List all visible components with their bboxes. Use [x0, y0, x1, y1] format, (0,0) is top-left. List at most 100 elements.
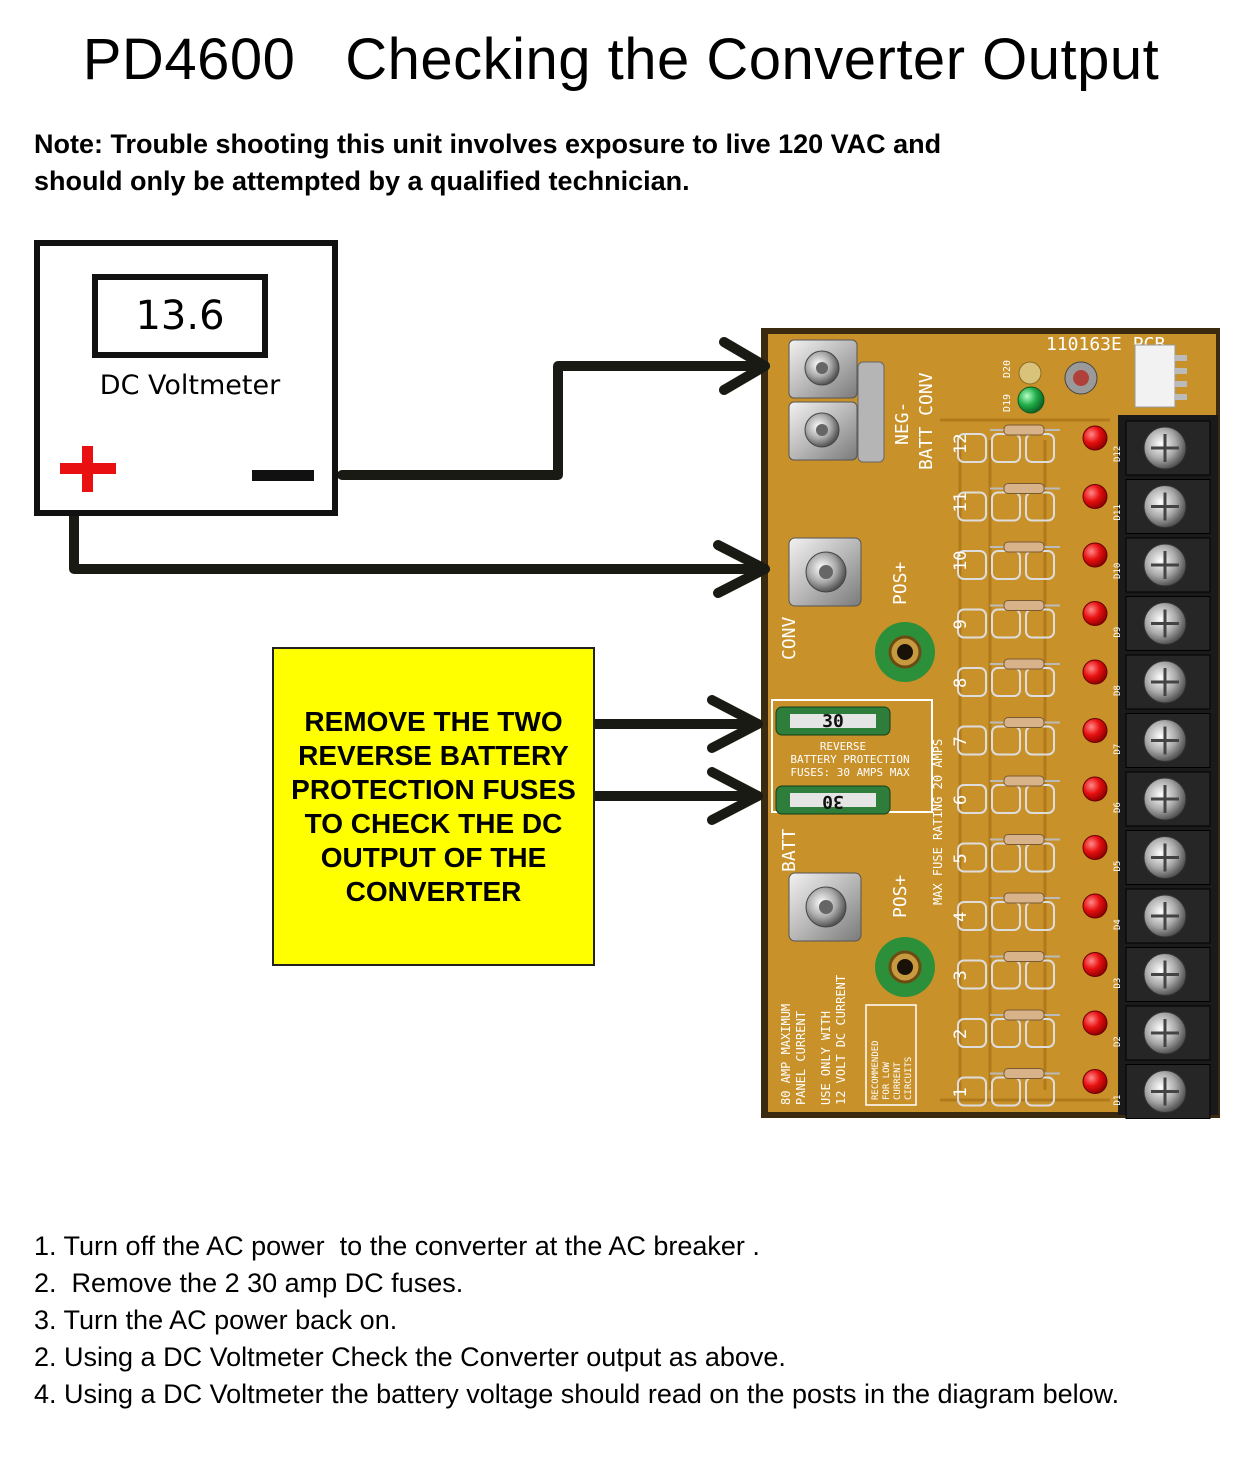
- voltmeter-label: DC Voltmeter: [99, 370, 281, 401]
- recommended-line-4: CIRCUITS: [904, 1057, 914, 1100]
- pos-label-top: POS+: [890, 561, 911, 605]
- circuit-number: 5: [951, 853, 971, 863]
- circuit-number: 2: [951, 1029, 971, 1039]
- step-item: 2. Remove the 2 30 amp DC fuses.: [34, 1268, 464, 1298]
- pos-label-bottom: POS+: [890, 874, 911, 918]
- positive-test-lead: [69, 511, 770, 598]
- batt-conv-label: BATT CONV: [916, 372, 937, 470]
- negative-test-lead: [337, 337, 770, 480]
- neg-bus-post-bottom: [788, 361, 885, 463]
- diode-label: D10: [1113, 563, 1123, 579]
- status-led-d20: [1018, 361, 1042, 385]
- diode-label: D6: [1113, 802, 1123, 813]
- fuse-bottom-value: 30: [822, 791, 844, 812]
- terminal-screw[interactable]: [1125, 479, 1211, 534]
- terminal-strip: [1118, 415, 1218, 1119]
- branch-circuit-row: 9D9: [951, 600, 1123, 639]
- diode-label: D4: [1113, 919, 1123, 930]
- diode-label: D9: [1113, 627, 1123, 638]
- branch-circuit-row: 5D5: [951, 834, 1123, 873]
- reverse-protection-line-1: REVERSE: [820, 740, 866, 753]
- terminal-screw[interactable]: [1125, 1064, 1211, 1119]
- terminal-screw[interactable]: [1125, 654, 1211, 710]
- mounting-hole-top: [875, 622, 935, 682]
- safety-note: Note: Trouble shooting this unit involve…: [34, 126, 1184, 200]
- pos-conv-post: [788, 537, 862, 607]
- neg-bus-post-top: [788, 339, 858, 399]
- page-title: PD4600 Checking the Converter Output: [82, 27, 1160, 92]
- circuit-number: 12: [951, 434, 971, 454]
- use-only-line-2: 12 VOLT DC CURRENT: [834, 975, 848, 1105]
- diode-label: D3: [1113, 978, 1123, 989]
- pcb-silkscreen: 110163E PCB NEG- BATT CONV POS+ POS+ CON…: [779, 334, 1165, 1106]
- terminal-screw[interactable]: [1125, 1005, 1211, 1061]
- voltmeter-display: 13.6: [92, 274, 268, 358]
- circuit-number: 6: [951, 795, 971, 805]
- reverse-protection-text: REVERSE BATTERY PROTECTION FUSES: 30 AMP…: [790, 740, 910, 779]
- terminal-screw[interactable]: [1125, 888, 1211, 944]
- pos-batt-post: [788, 872, 862, 942]
- diode-label: D7: [1113, 744, 1123, 755]
- circuit-number: 9: [951, 619, 971, 629]
- max-fuse-rating: MAX FUSE RATING 20 AMPS: [931, 739, 945, 905]
- use-only-line-1: USE ONLY WITH: [819, 1011, 833, 1105]
- circuit-number: 3: [951, 970, 971, 980]
- terminal-screw[interactable]: [1125, 420, 1211, 476]
- max-current-line-1: 80 AMP MAXIMUM: [779, 1004, 793, 1105]
- branch-circuit-row: 1D1: [951, 1068, 1123, 1107]
- circuit-number: 8: [951, 678, 971, 688]
- circuit-number: 7: [951, 736, 971, 746]
- reverse-protection-line-3: FUSES: 30 AMPS MAX: [790, 766, 910, 779]
- branch-circuit-row: 8D8: [951, 658, 1123, 697]
- terminal-screw[interactable]: [1125, 713, 1211, 768]
- diode-label: D1: [1113, 1095, 1123, 1106]
- negative-terminal-icon: [252, 470, 314, 481]
- branch-circuit-row: 6D6: [951, 775, 1123, 814]
- reverse-protection-line-2: BATTERY PROTECTION: [790, 753, 909, 766]
- step-item: 4. Using a DC Voltmeter the battery volt…: [34, 1379, 1120, 1409]
- led-label-d19: D19: [1002, 394, 1013, 412]
- fuse-top[interactable]: 30: [775, 706, 891, 736]
- branch-circuit-row: 3D3: [951, 951, 1123, 990]
- callout-text: REMOVE THE TWO REVERSE BATTERY PROTECTIO…: [291, 705, 576, 907]
- diode-label: D8: [1113, 685, 1123, 696]
- recommended-line-3: CURRENT: [893, 1061, 903, 1100]
- conv-label: CONV: [779, 616, 800, 660]
- reset-button[interactable]: [1064, 361, 1098, 395]
- led-label-d20: D20: [1002, 360, 1013, 378]
- diode-label: D11: [1113, 504, 1123, 520]
- arrow-to-bottom-fuse: [588, 767, 763, 825]
- terminal-screw[interactable]: [1125, 537, 1211, 593]
- neg-label: NEG-: [892, 402, 913, 445]
- step-item: 2. Using a DC Voltmeter Check the Conver…: [34, 1342, 786, 1372]
- mounting-hole-bottom: [875, 937, 935, 997]
- positive-terminal-icon: [60, 446, 116, 492]
- connector: [1134, 344, 1187, 408]
- step-item: 1. Turn off the AC power to the converte…: [34, 1231, 760, 1261]
- status-led-d19: [1017, 386, 1045, 414]
- circuit-number: 1: [951, 1087, 971, 1097]
- circuit-number: 4: [951, 912, 971, 922]
- terminal-screw[interactable]: [1125, 947, 1211, 1002]
- diode-label: D2: [1113, 1036, 1123, 1047]
- fuse-top-value: 30: [822, 711, 844, 732]
- safety-note-line-1: Note: Trouble shooting this unit involve…: [34, 129, 942, 159]
- batt-label: BATT: [779, 828, 800, 872]
- circuit-number: 11: [951, 492, 971, 512]
- safety-note-line-2: should only be attempted by a qualified …: [34, 166, 690, 196]
- terminal-screw[interactable]: [1125, 830, 1211, 885]
- recommended-line-2: FOR LOW: [882, 1061, 892, 1100]
- recommended-line-1: RECOMMENDED: [871, 1040, 881, 1100]
- terminal-screw[interactable]: [1125, 596, 1211, 651]
- branch-circuit-row: 4D4: [951, 892, 1123, 931]
- fuse-removal-callout: REMOVE THE TWO REVERSE BATTERY PROTECTIO…: [272, 647, 595, 966]
- instruction-steps: 1. Turn off the AC power to the converte…: [34, 1228, 1234, 1413]
- fuse-bottom[interactable]: 30: [775, 785, 891, 815]
- terminal-screw[interactable]: [1125, 771, 1211, 827]
- step-item: 3. Turn the AC power back on.: [34, 1305, 398, 1335]
